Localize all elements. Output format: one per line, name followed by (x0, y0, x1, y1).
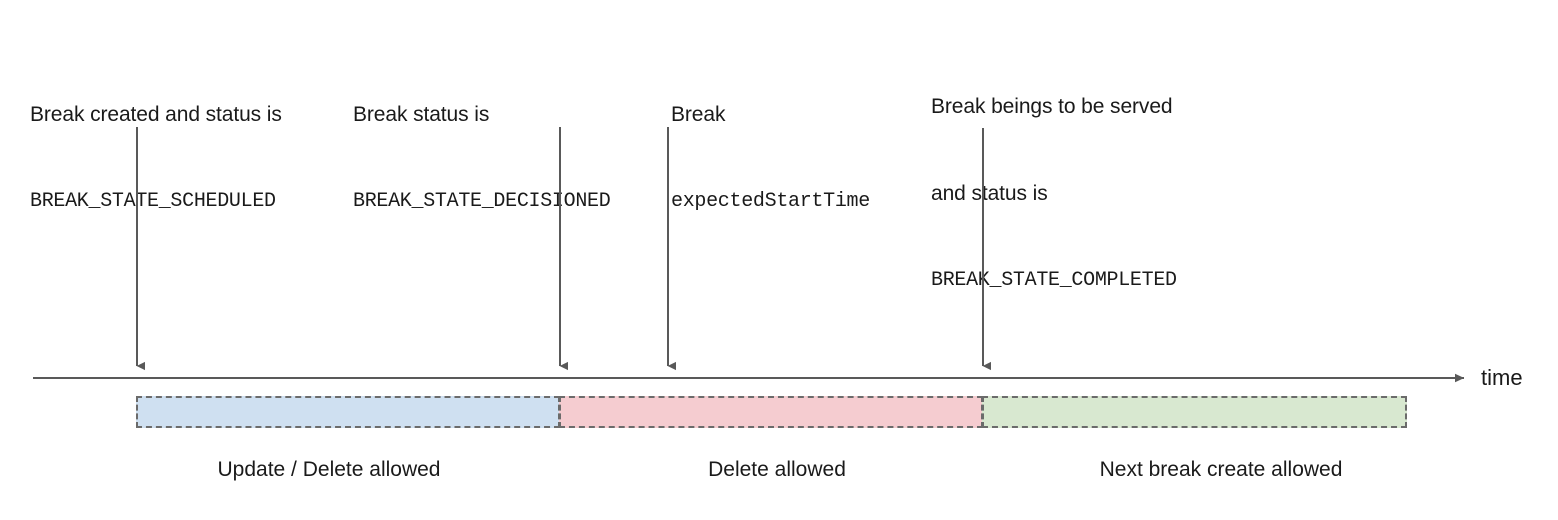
event-label-decisioned: Break status is BREAK_STATE_DECISIONED (353, 42, 611, 274)
phase-caption-next-create: Next break create allowed (1099, 458, 1343, 481)
event-label-expected-start: Break expectedStartTime (671, 42, 870, 274)
event-label-expected-start-state: expectedStartTime (671, 190, 870, 213)
event-label-expected-start-line1: Break (671, 103, 726, 126)
phase-bar-delete (559, 396, 983, 428)
event-label-completed: Break beings to be served and status is … (931, 34, 1177, 353)
time-axis-label: time (1481, 365, 1523, 390)
event-label-completed-line2: and status is (931, 182, 1048, 205)
event-label-completed-line1: Break beings to be served (931, 95, 1173, 118)
event-label-decisioned-line1: Break status is (353, 103, 490, 126)
phase-bar-next-create (982, 396, 1407, 428)
event-label-decisioned-state: BREAK_STATE_DECISIONED (353, 190, 611, 213)
phase-caption-delete: Delete allowed (708, 458, 846, 481)
phase-bar-update-delete (136, 396, 560, 428)
event-label-completed-state: BREAK_STATE_COMPLETED (931, 269, 1177, 292)
phase-caption-update-delete: Update / Delete allowed (217, 458, 441, 481)
event-label-scheduled-state: BREAK_STATE_SCHEDULED (30, 190, 276, 213)
event-label-scheduled-line1: Break created and status is (30, 103, 282, 126)
event-label-scheduled: Break created and status is BREAK_STATE_… (30, 42, 282, 274)
